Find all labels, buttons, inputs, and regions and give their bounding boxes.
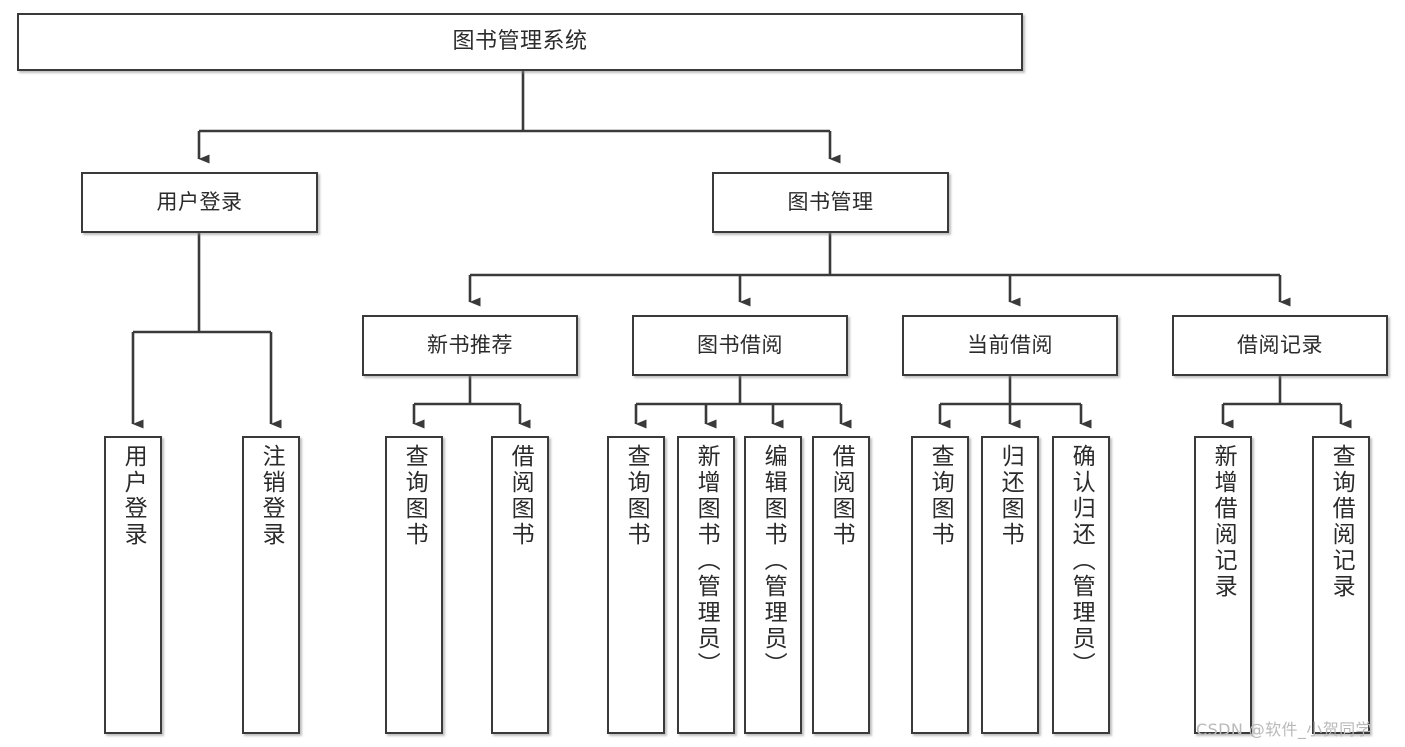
leaf-borrow-books-recommend[interactable]: 借阅图书 bbox=[491, 436, 549, 734]
leaf-borrow-books[interactable]: 借阅图书 bbox=[812, 436, 870, 734]
node-current-borrow[interactable]: 当前借阅 bbox=[902, 315, 1118, 376]
leaf-add-book-admin[interactable]: 新增图书（管理员） bbox=[677, 436, 735, 734]
node-label: 确认归还（管理员） bbox=[1068, 444, 1095, 678]
node-label: 图书借阅 bbox=[697, 332, 783, 357]
node-label: 用户登录 bbox=[156, 189, 243, 214]
leaf-return-books[interactable]: 归还图书 bbox=[981, 436, 1039, 734]
leaf-add-borrow-record[interactable]: 新增借阅记录 bbox=[1194, 436, 1252, 734]
node-label: 查询图书 bbox=[401, 444, 428, 548]
leaf-query-borrow-record[interactable]: 查询借阅记录 bbox=[1312, 436, 1370, 734]
leaf-confirm-return-admin[interactable]: 确认归还（管理员） bbox=[1052, 436, 1110, 734]
node-label: 查询借阅记录 bbox=[1328, 444, 1355, 600]
node-label: 注销登录 bbox=[258, 444, 285, 548]
leaf-user-login[interactable]: 用户登录 bbox=[104, 436, 162, 734]
node-label: 借阅图书 bbox=[828, 444, 855, 548]
node-book-management[interactable]: 图书管理 bbox=[712, 172, 949, 233]
node-label: 归还图书 bbox=[997, 444, 1024, 548]
leaf-logout[interactable]: 注销登录 bbox=[242, 436, 300, 734]
node-label: 新书推荐 bbox=[427, 332, 513, 357]
node-root-system[interactable]: 图书管理系统 bbox=[17, 13, 1023, 71]
node-borrow-records[interactable]: 借阅记录 bbox=[1172, 315, 1388, 376]
node-new-book-recommend[interactable]: 新书推荐 bbox=[362, 315, 578, 376]
node-label: 用户登录 bbox=[120, 444, 147, 548]
node-label: 图书管理系统 bbox=[452, 28, 588, 54]
leaf-query-books-recommend[interactable]: 查询图书 bbox=[385, 436, 443, 734]
node-label: 新增图书（管理员） bbox=[693, 444, 720, 678]
node-label: 当前借阅 bbox=[967, 332, 1053, 357]
leaf-query-books-current[interactable]: 查询图书 bbox=[911, 436, 969, 734]
node-label: 查询图书 bbox=[623, 444, 650, 548]
node-book-borrow[interactable]: 图书借阅 bbox=[632, 315, 848, 376]
leaf-edit-book-admin[interactable]: 编辑图书（管理员） bbox=[744, 436, 802, 734]
node-user-login[interactable]: 用户登录 bbox=[81, 172, 318, 233]
node-label: 查询图书 bbox=[927, 444, 954, 548]
node-label: 新增借阅记录 bbox=[1210, 444, 1237, 600]
leaf-query-books-borrow[interactable]: 查询图书 bbox=[607, 436, 665, 734]
node-label: 借阅图书 bbox=[507, 444, 534, 548]
node-label: 图书管理 bbox=[787, 189, 874, 214]
csdn-watermark: CSDN @软件_小贺同学 bbox=[1196, 720, 1372, 739]
node-label: 编辑图书（管理员） bbox=[760, 444, 787, 678]
node-label: 借阅记录 bbox=[1237, 332, 1323, 357]
